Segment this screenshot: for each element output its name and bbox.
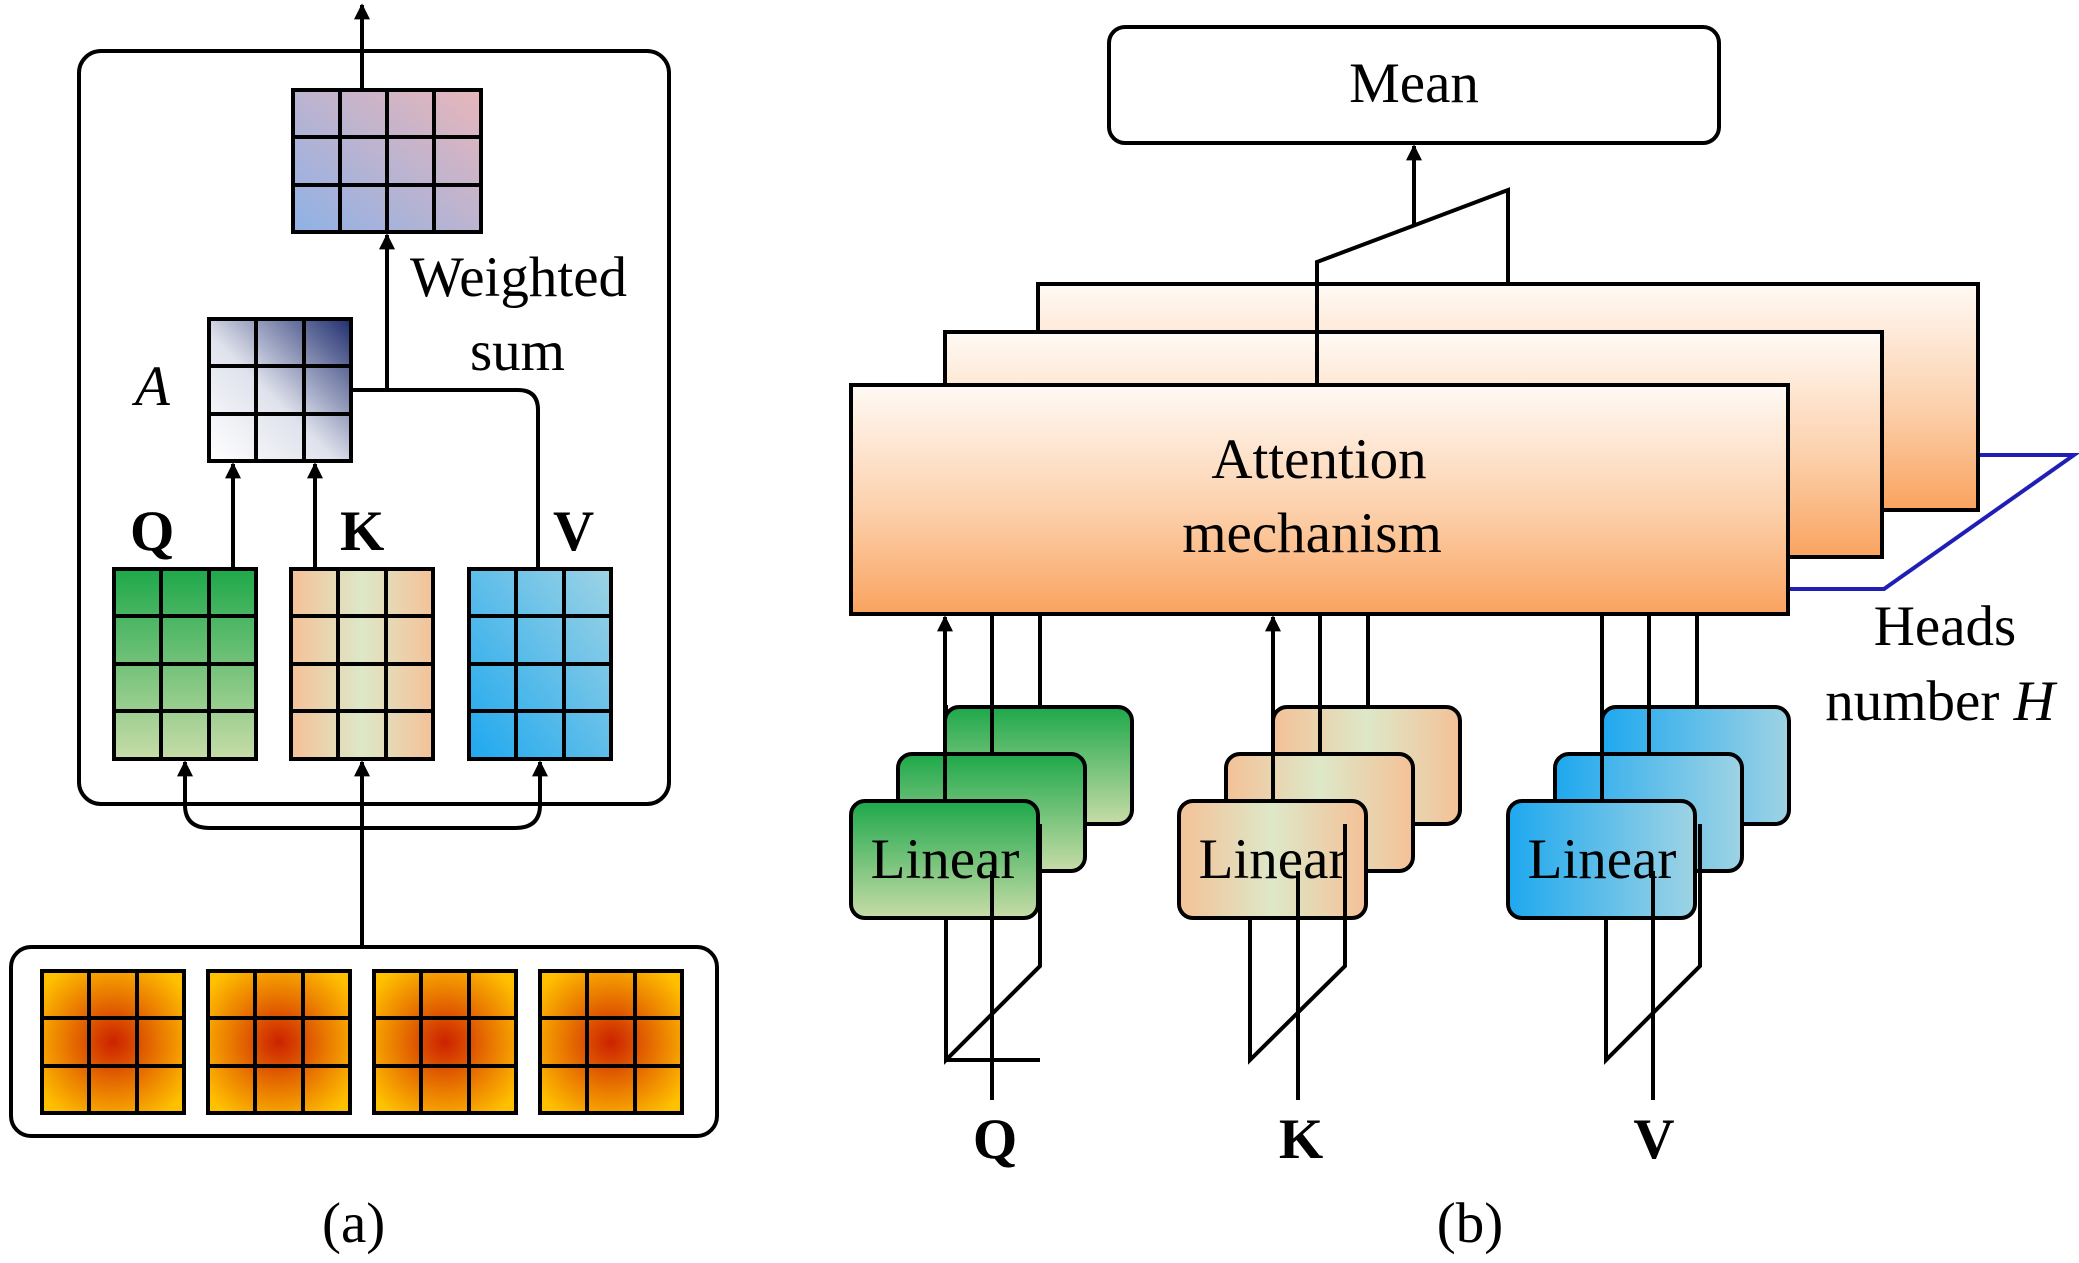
q-label-b: Q (973, 1108, 1017, 1171)
k-linear-group: Linear (1177, 614, 1462, 1100)
caption-a: (a) (322, 1192, 385, 1255)
v-label-a: V (553, 500, 594, 563)
input-arrow-v (362, 760, 548, 830)
q-label-a: Q (130, 500, 174, 563)
heads-outline (1787, 453, 2079, 591)
input-features-container (9, 945, 719, 1138)
output-matrix (291, 88, 483, 234)
k-label-a: K (340, 500, 384, 563)
feature-map-1 (40, 969, 186, 1115)
q-linear-group: Linear (849, 614, 1134, 1100)
attention-label: A (131, 355, 171, 418)
heads-line2: number H (1825, 670, 2057, 733)
q-matrix (112, 567, 258, 761)
v-matrix (467, 567, 613, 761)
concat-wire (1315, 187, 1510, 385)
panel-b: Mean Attention mechanism Heads number H … (849, 25, 2079, 1255)
q-linear-label: Linear (871, 828, 1020, 891)
attention-line1: Attention (1211, 428, 1426, 491)
k-matrix (289, 567, 435, 761)
k-linear-label: Linear (1199, 828, 1348, 891)
self-attention-block (77, 49, 671, 806)
mean-box (1107, 25, 1721, 145)
attention-matrix (207, 317, 353, 463)
v-linear-group: Linear (1506, 614, 1791, 1100)
heads-line1: Heads (1874, 595, 2016, 658)
weighted-sum-line2: sum (470, 320, 565, 383)
feature-map-3 (372, 969, 518, 1115)
feature-map-2 (206, 969, 352, 1115)
panel-a: A Q K V (9, 3, 719, 1255)
mean-label: Mean (1349, 52, 1479, 115)
feature-map-4 (538, 969, 684, 1115)
v-label-b: V (1633, 1108, 1674, 1171)
caption-b: (b) (1437, 1192, 1503, 1255)
attention-line2: mechanism (1182, 502, 1442, 565)
attention-mechanism-box[interactable] (849, 383, 1790, 616)
input-arrow-q (177, 760, 362, 830)
k-label-b: K (1279, 1108, 1323, 1171)
weighted-sum-line1: Weighted (410, 246, 627, 309)
v-to-sum-wire (387, 388, 540, 569)
